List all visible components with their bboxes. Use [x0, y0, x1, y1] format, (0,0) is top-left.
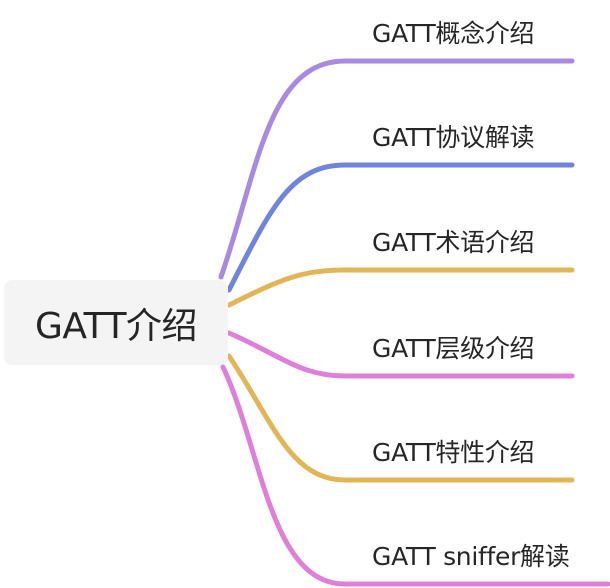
root-node-label: GATT介绍 — [34, 305, 198, 347]
connector-line — [220, 364, 610, 587]
connector-line — [226, 267, 575, 308]
child-node-label: GATT sniffer解读 — [372, 542, 570, 571]
child-node-concept[interactable]: GATT概念介绍 — [372, 14, 535, 50]
child-node-terms[interactable]: GATT术语介绍 — [372, 223, 535, 259]
child-node-protocol[interactable]: GATT协议解读 — [372, 118, 535, 154]
child-node-characteristics[interactable]: GATT特性介绍 — [372, 433, 535, 469]
child-node-sniffer[interactable]: GATT sniffer解读 — [372, 537, 570, 573]
child-node-label: GATT术语介绍 — [372, 228, 535, 257]
connector-line — [226, 353, 575, 483]
child-node-label: GATT概念介绍 — [372, 19, 535, 48]
child-node-hierarchy[interactable]: GATT层级介绍 — [372, 329, 535, 365]
root-node[interactable]: GATT介绍 — [4, 280, 228, 365]
child-node-label: GATT层级介绍 — [372, 334, 535, 363]
connector-line — [226, 330, 575, 379]
child-node-label: GATT协议解读 — [372, 123, 535, 152]
connector-line — [226, 162, 575, 293]
connector-line — [218, 58, 575, 280]
child-node-label: GATT特性介绍 — [372, 438, 535, 467]
